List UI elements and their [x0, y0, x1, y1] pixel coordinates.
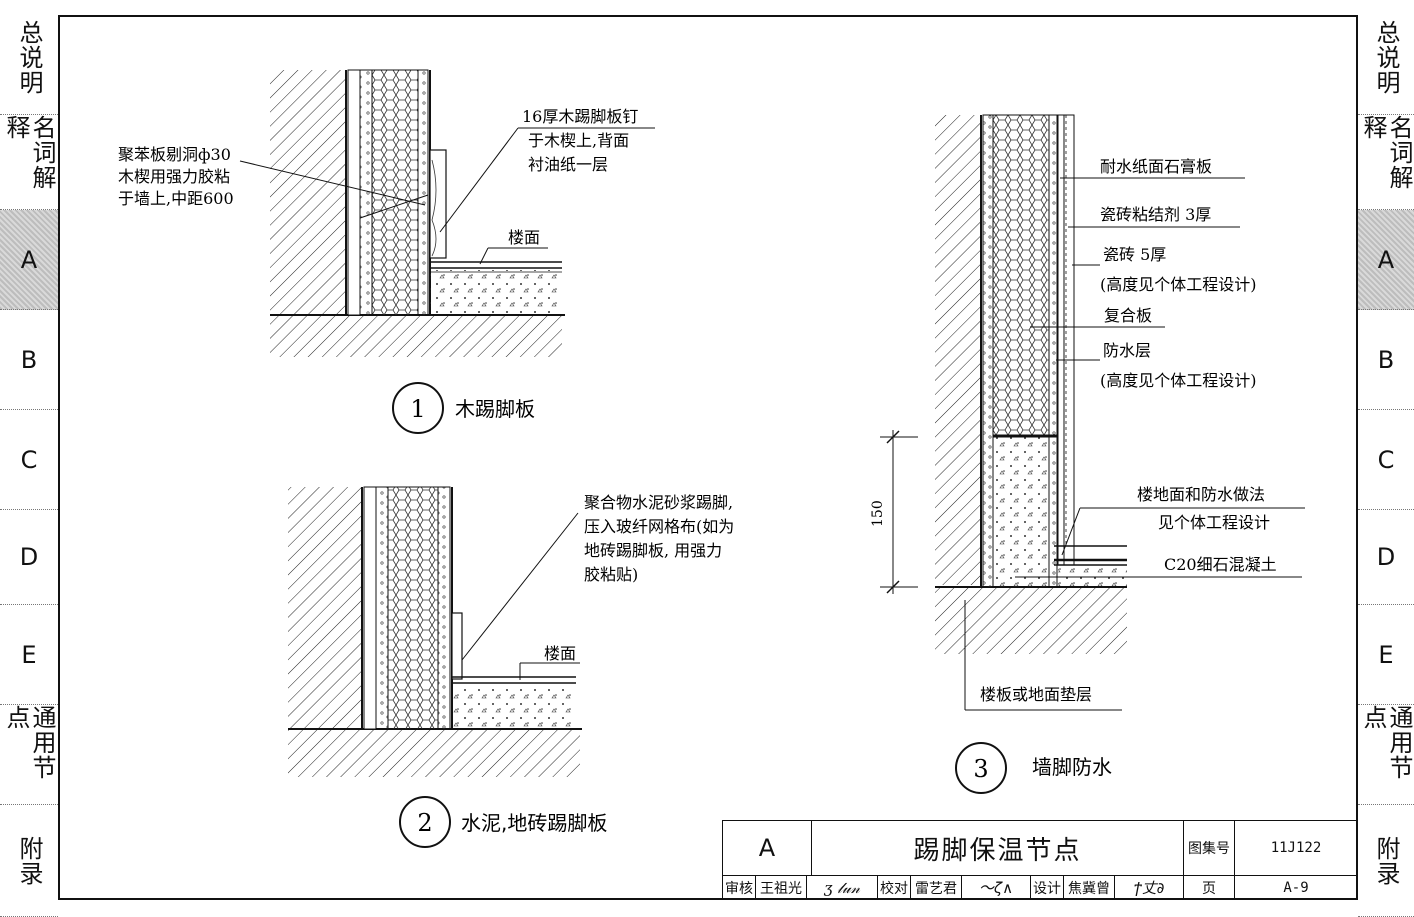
detail-3-label-2: 瓷砖粘结剂 3厚: [1100, 205, 1211, 224]
right-tab-label: 名词解释: [1359, 115, 1413, 190]
review-label: 审核: [722, 875, 756, 900]
right-tab-1[interactable]: 总说明: [1358, 0, 1414, 115]
right-tab-label: E: [1378, 640, 1394, 669]
reviewer-signature: ʒ 𝓁𝓊𝓃: [806, 875, 878, 900]
detail-3-label-4: (高度见个体工程设计): [1100, 275, 1257, 294]
detail-3-label-5: 复合板: [1104, 306, 1152, 325]
designer-name: 焦冀曾: [1063, 875, 1115, 900]
detail-2-drawing: [288, 486, 582, 848]
right-tab-5[interactable]: C: [1358, 410, 1414, 510]
detail-2-note-4: 胶粘贴): [584, 565, 638, 584]
detail-2-note-3: 地砖踢脚板, 用强力: [584, 541, 722, 560]
left-tab-3[interactable]: A: [0, 210, 58, 310]
left-tab-label: A: [20, 245, 38, 274]
title-block-title: 踢脚保温节点: [811, 820, 1184, 876]
detail-3-label-8: 楼地面和防水做法: [1137, 485, 1265, 504]
right-tab-label: B: [1377, 345, 1395, 374]
left-tab-8[interactable]: 通用节点: [0, 705, 58, 805]
title-block: A 踢脚保温节点 图集号 11J122 审核 王祖光 ʒ 𝓁𝓊𝓃 校对 雷艺君 …: [722, 820, 1358, 900]
detail-3-dimension: 150: [870, 500, 886, 527]
checker-signature: 〜ζ∧: [961, 875, 1031, 900]
left-tab-label: 总说明: [15, 19, 43, 95]
left-index-tabs: 总说明名词解释 A B C D E 通用节点附录: [0, 0, 58, 917]
page-label: 页: [1183, 875, 1235, 900]
designer-signature: ϯ丈∂: [1114, 875, 1184, 900]
right-tab-6[interactable]: D: [1358, 510, 1414, 605]
left-tab-1[interactable]: 总说明: [0, 0, 58, 115]
detail-2-number: 2: [417, 809, 432, 837]
right-tab-label: A: [1377, 245, 1395, 274]
detail-1-floor-label: 楼面: [508, 228, 540, 247]
left-tab-label: B: [20, 345, 38, 374]
left-tab-5[interactable]: C: [0, 410, 58, 510]
right-tab-label: C: [1377, 445, 1395, 474]
design-label: 设计: [1030, 875, 1064, 900]
detail-1-number: 1: [410, 395, 425, 423]
detail-1-title: 木踢脚板: [455, 397, 535, 421]
left-tab-label: 名词解释: [2, 115, 56, 190]
detail-3-number: 3: [973, 755, 988, 783]
right-tab-3[interactable]: A: [1358, 210, 1414, 310]
left-tab-label: 通用节点: [2, 705, 56, 780]
page-number: A-9: [1234, 875, 1358, 900]
right-tab-7[interactable]: E: [1358, 605, 1414, 705]
left-tab-4[interactable]: B: [0, 310, 58, 410]
left-tab-label: C: [20, 445, 38, 474]
detail-1-note-right-1: 16厚木踢脚板钉: [522, 107, 638, 126]
left-tab-7[interactable]: E: [0, 605, 58, 705]
atlas-number: 11J122: [1234, 820, 1358, 876]
check-label: 校对: [877, 875, 911, 900]
detail-2-note-2: 压入玻纤网格布(如为: [584, 517, 734, 536]
right-index-tabs: 总说明名词解释 A B C D E 通用节点附录: [1358, 0, 1414, 917]
right-tab-label: D: [1376, 543, 1396, 571]
reviewer-name: 王祖光: [755, 875, 807, 900]
checker-name: 雷艺君: [910, 875, 962, 900]
left-tab-6[interactable]: D: [0, 510, 58, 605]
left-tab-label: D: [19, 543, 39, 571]
detail-2-note-1: 聚合物水泥砂浆踢脚,: [584, 493, 733, 512]
detail-3-label-1: 耐水纸面石膏板: [1100, 157, 1212, 176]
detail-1-note-right-3: 衬油纸一层: [528, 155, 608, 174]
left-tab-label: 附录: [15, 835, 43, 886]
right-tab-4[interactable]: B: [1358, 310, 1414, 410]
detail-2-floor-label: 楼面: [544, 644, 576, 663]
right-tab-label: 通用节点: [1359, 705, 1413, 780]
right-tab-8[interactable]: 通用节点: [1358, 705, 1414, 805]
drawing-frame: [58, 15, 1358, 900]
detail-3-bottom-label: 楼板或地面垫层: [980, 685, 1092, 704]
detail-3-label-10: C20细石混凝土: [1164, 555, 1277, 574]
detail-1-note-left-3: 于墙上,中距600: [118, 189, 234, 208]
detail-1-note-right-2: 于木楔上,背面: [528, 131, 629, 150]
detail-3-drawing: [880, 114, 1305, 794]
right-tab-label: 总说明: [1372, 19, 1400, 95]
left-tab-2[interactable]: 名词解释: [0, 115, 58, 210]
detail-3-label-6: 防水层: [1103, 341, 1151, 360]
detail-1-note-left-1: 聚苯板剔洞ф30: [118, 145, 231, 164]
detail-2-title: 水泥,地砖踢脚板: [461, 811, 607, 835]
detail-3-title: 墙脚防水: [1032, 755, 1112, 779]
right-tab-2[interactable]: 名词解释: [1358, 115, 1414, 210]
right-tab-label: 附录: [1372, 835, 1400, 886]
right-tab-9[interactable]: 附录: [1358, 805, 1414, 917]
detail-3-label-9: 见个体工程设计: [1158, 513, 1270, 532]
detail-3-label-7: (高度见个体工程设计): [1100, 371, 1257, 390]
title-block-section: A: [722, 820, 812, 876]
left-tab-label: E: [21, 640, 37, 669]
detail-1-note-left-2: 木楔用强力胶粘: [118, 167, 230, 186]
detail-1-drawing: [239, 69, 655, 434]
detail-3-label-3: 瓷砖 5厚: [1103, 245, 1166, 264]
atlas-label: 图集号: [1183, 820, 1235, 876]
